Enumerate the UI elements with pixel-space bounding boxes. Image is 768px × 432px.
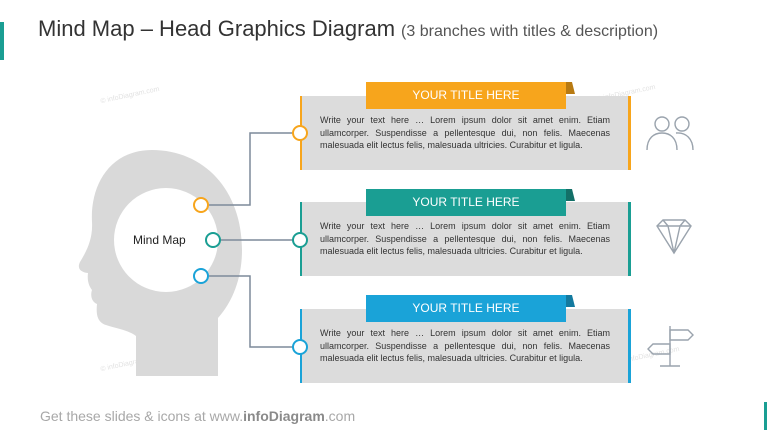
brain-circle bbox=[114, 188, 218, 292]
ribbon-fold-1 bbox=[566, 82, 575, 94]
title-subtitle: (3 branches with titles & description) bbox=[401, 23, 659, 40]
people-icon bbox=[646, 116, 694, 151]
footer-brand: infoDiagram bbox=[243, 408, 325, 424]
accent-bar bbox=[0, 22, 4, 60]
branch-title-3: YOUR TITLE HERE bbox=[366, 295, 566, 322]
branch-title-1: YOUR TITLE HERE bbox=[366, 82, 566, 109]
diamond-icon bbox=[656, 219, 692, 255]
ribbon-fold-3 bbox=[566, 295, 575, 307]
node-head-1 bbox=[193, 197, 209, 213]
branch-description: Write your text here … Lorem ipsum dolor… bbox=[320, 328, 610, 364]
footer-accent-bar bbox=[764, 402, 767, 430]
title-text: Mind Map – Head Graphics Diagram bbox=[38, 16, 396, 41]
node-head-3 bbox=[193, 268, 209, 284]
footer-prefix: Get these slides & icons at www. bbox=[40, 408, 244, 424]
branch-description: Write your text here … Lorem ipsum dolor… bbox=[320, 115, 610, 151]
slide-title: Mind Map – Head Graphics Diagram (3 branc… bbox=[38, 16, 658, 42]
connector-line-1 bbox=[209, 132, 300, 206]
signpost-icon bbox=[647, 326, 694, 367]
center-label: Mind Map bbox=[133, 233, 186, 247]
node-head-2 bbox=[205, 232, 221, 248]
footer-suffix: .com bbox=[324, 408, 356, 424]
branch-title-2: YOUR TITLE HERE bbox=[366, 189, 566, 216]
ribbon-fold-2 bbox=[566, 189, 575, 201]
connector-line-3 bbox=[209, 275, 300, 348]
branch-description: Write your text here … Lorem ipsum dolor… bbox=[320, 221, 610, 257]
footer: Get these slides & icons at www.infoDiag… bbox=[40, 408, 355, 424]
